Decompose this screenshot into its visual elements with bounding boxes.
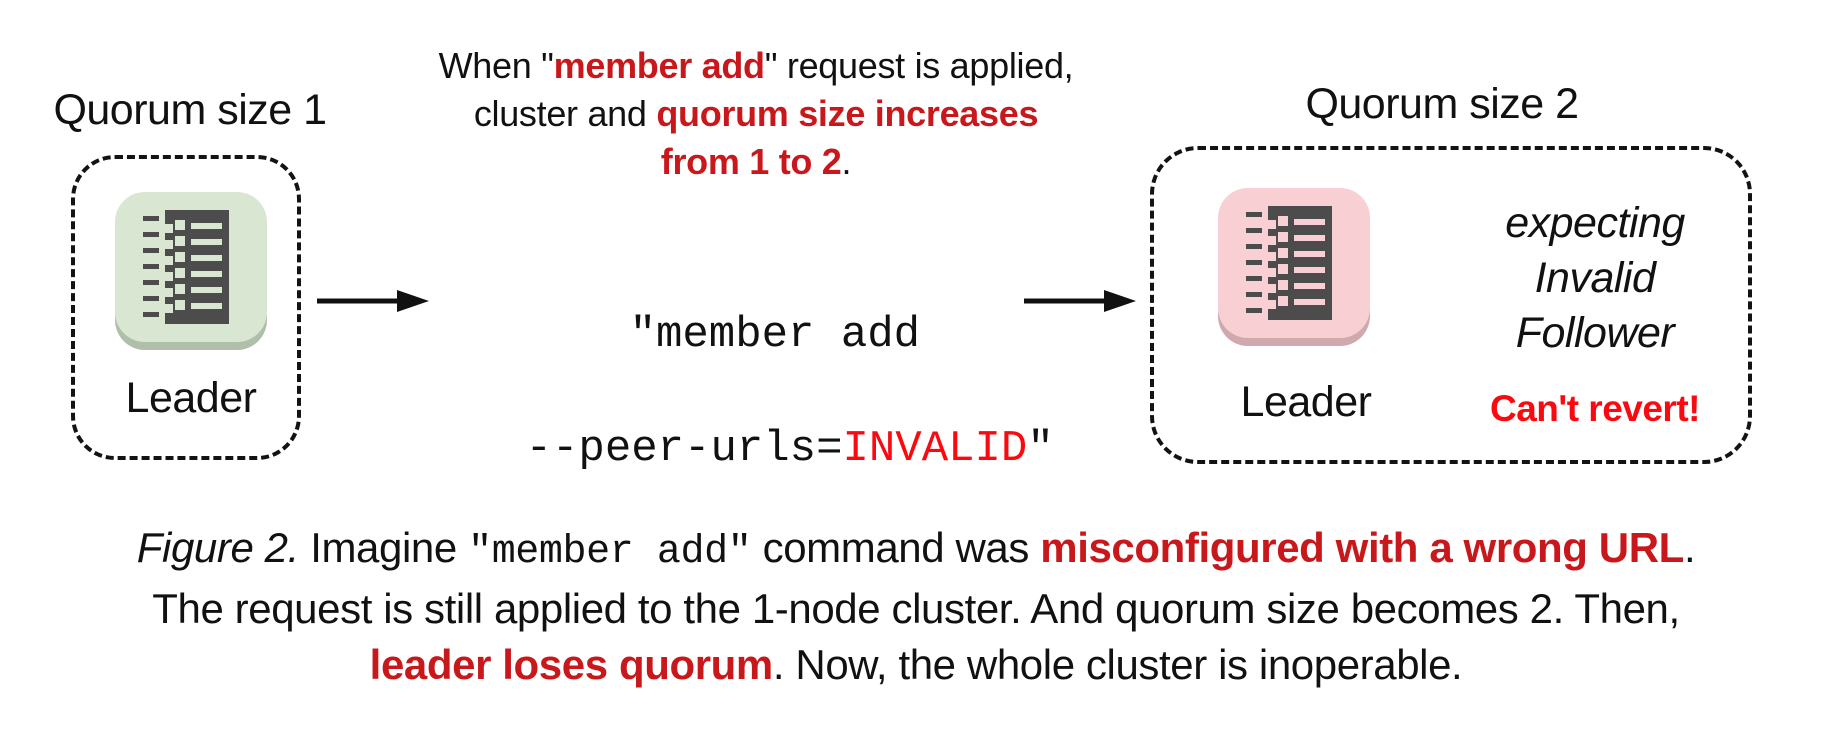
server-log-icon: [115, 192, 267, 342]
command-line2: --peer-urls=: [525, 424, 843, 474]
leader-label-right: Leader: [1240, 378, 1372, 426]
caption-text: .: [1683, 524, 1696, 571]
caption-text: . Now, the whole cluster is inoperable.: [772, 641, 1463, 688]
command-invalid-value: INVALID: [842, 424, 1028, 474]
annotation-text: .: [841, 141, 852, 182]
expecting-line: Invalid: [1534, 254, 1656, 302]
quorum-size-2-label: Quorum size 2: [1305, 80, 1579, 128]
command-line1: "member add: [629, 310, 921, 360]
expecting-line: expecting: [1505, 199, 1685, 247]
cant-revert-warning: Can't revert!: [1490, 388, 1700, 429]
member-add-annotation: When "member add" request is applied, cl…: [404, 42, 1108, 186]
annotation-highlight-from-1-to-2: from 1 to 2: [660, 141, 842, 182]
caption-code-member-add: "member add": [468, 530, 752, 575]
annotation-highlight-quorum: quorum size increases: [656, 93, 1039, 134]
command-closing-quote: ": [1027, 424, 1054, 474]
caption-highlight-misconfigured: misconfigured with a wrong URL: [1040, 524, 1684, 571]
annotation-highlight-member-add: member add: [553, 45, 765, 86]
quorum-size-1-label: Quorum size 1: [53, 86, 327, 134]
caption-highlight-loses-quorum: leader loses quorum: [369, 641, 774, 688]
leader-node-pink: [1218, 188, 1370, 338]
figure-number-label: Figure 2.: [136, 524, 300, 571]
server-log-icon: [1218, 188, 1370, 338]
member-add-command: "member add --peer-urls=INVALID": [420, 250, 1054, 535]
annotation-text: cluster and: [473, 93, 657, 134]
caption-text: command was: [751, 524, 1041, 571]
leader-node-green: [115, 192, 267, 342]
leader-label-left: Leader: [125, 374, 257, 422]
annotation-text: When ": [438, 45, 554, 86]
expecting-follower-note: expecting Invalid Follower: [1440, 196, 1750, 361]
arrow-right-icon: [1024, 287, 1136, 315]
caption-text: The request is still applied to the 1-no…: [152, 585, 1680, 632]
caption-text: Imagine: [298, 524, 469, 571]
figure-caption: Figure 2. Imagine "member add" command w…: [0, 520, 1832, 693]
expecting-line: Follower: [1515, 309, 1675, 357]
left-cluster-box: [71, 155, 301, 460]
arrow-right-icon: [317, 287, 429, 315]
annotation-text: " request is applied,: [764, 45, 1074, 86]
right-cluster-box: [1150, 146, 1752, 464]
